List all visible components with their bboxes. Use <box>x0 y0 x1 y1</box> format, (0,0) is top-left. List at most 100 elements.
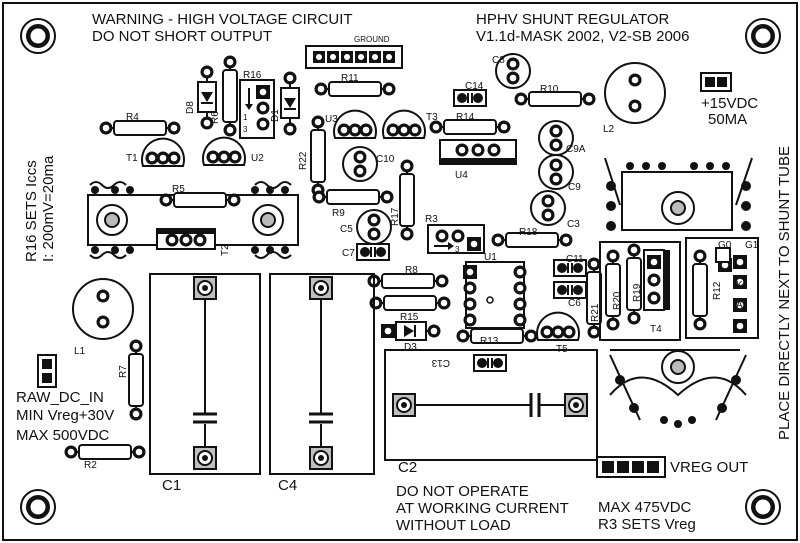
min-vreg-label: MIN Vreg+30V <box>16 407 114 424</box>
operate-note: DO NOT OPERATE <box>396 483 529 500</box>
ref-label: R20 <box>612 291 623 310</box>
capacitor <box>473 354 507 372</box>
ref-label: R13 <box>480 336 499 347</box>
mounting-hole <box>20 489 56 525</box>
operate-note: WITHOUT LOAD <box>396 517 511 534</box>
ref-label: R19 <box>632 283 643 302</box>
ref-label: U4 <box>455 170 468 181</box>
ref-label: C2 <box>398 459 417 476</box>
capacitor <box>453 89 487 107</box>
transistor-t4 <box>643 249 670 311</box>
ref-label: R4 <box>126 112 139 123</box>
raw-dc-in-label: RAW_DC_IN <box>16 389 104 406</box>
ref-label: R2 <box>84 460 97 471</box>
heatsink-left <box>87 181 299 259</box>
ref-label: C5 <box>340 224 353 235</box>
ref-label: L2 <box>603 124 615 135</box>
ref-label: K <box>736 280 743 291</box>
diode <box>381 321 441 341</box>
ref-label: R17 <box>390 207 401 226</box>
ref-label: R6 <box>210 111 221 124</box>
ref-label: C9A <box>566 144 586 155</box>
board-version: V1.1d-MASK 2002, V2-SB 2006 <box>476 28 689 45</box>
ref-label: D1 <box>270 109 281 122</box>
diode <box>280 71 300 136</box>
ref-label: C7 <box>342 248 355 259</box>
vreg-out-label: VREG OUT <box>670 459 748 476</box>
ref-label: T1 <box>126 153 138 164</box>
pin-label: 3 <box>243 125 248 134</box>
ref-label: C3 <box>567 219 580 230</box>
diode <box>197 65 217 130</box>
ref-label: R7 <box>118 365 129 378</box>
capacitor <box>553 281 587 299</box>
ref-label: C9 <box>568 182 581 193</box>
r16-note: I: 200mV=20ma <box>40 155 57 262</box>
ref-label: G1 <box>745 240 759 251</box>
ref-label: R12 <box>712 281 723 300</box>
pin-label: 3 <box>455 245 460 254</box>
r16-note: R16 SETS Iccs <box>23 160 40 262</box>
raw-dc-in-connector <box>37 354 57 388</box>
mounting-hole <box>745 18 781 54</box>
ref-label: R15 <box>400 312 419 323</box>
inductor-l1 <box>72 278 134 340</box>
ref-label: R16 <box>243 70 262 81</box>
ref-label: T3 <box>426 112 438 123</box>
max-475-label: MAX 475VDC <box>598 499 692 516</box>
ground-label: GROUND <box>354 35 390 44</box>
warning-text: WARNING - HIGH VOLTAGE CIRCUIT <box>92 11 353 28</box>
ref-label: R8 <box>405 265 418 276</box>
15vdc-label: +15VDC <box>701 95 758 112</box>
tube-socket-block <box>599 237 759 341</box>
pin-label: 1 <box>243 113 248 122</box>
ref-label: R21 <box>590 303 601 322</box>
ref-label: C14 <box>465 81 484 92</box>
ref-label: C13 <box>431 357 450 368</box>
ref-label: C1 <box>162 477 181 494</box>
capacitor <box>531 191 565 225</box>
ref-label: U2 <box>251 153 264 164</box>
capacitor <box>356 243 390 261</box>
warning-text: DO NOT SHORT OUTPUT <box>92 28 272 45</box>
inductor-l2 <box>604 62 666 124</box>
ref-label: D8 <box>185 101 196 114</box>
operate-note: AT WORKING CURRENT <box>396 500 569 517</box>
max-500-label: MAX 500VDC <box>16 427 110 444</box>
heatsink-right-bottom <box>609 349 747 428</box>
ref-label: U3 <box>325 114 338 125</box>
mounting-hole <box>20 18 56 54</box>
regulator-u4 <box>439 139 517 165</box>
ref-label: T4 <box>650 324 662 335</box>
50ma-label: 50MA <box>708 111 747 128</box>
ground-header <box>305 45 403 69</box>
ref-label: L1 <box>74 346 86 357</box>
board-title: HPHV SHUNT REGULATOR <box>476 11 670 28</box>
ref-label: T2 <box>220 244 231 256</box>
vreg-out-connector <box>596 456 666 478</box>
ref-label: R10 <box>540 84 559 95</box>
capacitor <box>357 210 391 244</box>
trimpot-r16 <box>239 79 275 139</box>
ref-label: C11 <box>566 254 584 265</box>
ref-label: A <box>736 300 743 311</box>
ref-label: C6 <box>568 298 581 309</box>
ref-label: R18 <box>519 227 538 238</box>
ref-label: R5 <box>172 184 185 195</box>
trimpot-r3 <box>427 224 485 254</box>
ref-label: D3 <box>404 342 417 353</box>
shunt-tube-note: PLACE DIRECTLY NEXT TO SHUNT TUBE <box>776 146 793 440</box>
ref-label: R11 <box>341 73 359 84</box>
ref-label: G0 <box>718 240 732 251</box>
ref-label: C10 <box>376 154 395 165</box>
ref-label: R3 <box>425 214 438 225</box>
ic-u1 <box>463 261 527 329</box>
15vdc-connector <box>700 72 732 92</box>
capacitor-c4 <box>269 273 375 475</box>
heatsink-right-top <box>604 157 753 231</box>
ref-label: R9 <box>332 208 345 219</box>
capacitor-c1 <box>149 273 261 475</box>
ref-label: C8 <box>492 55 505 66</box>
ref-label: C4 <box>278 477 297 494</box>
